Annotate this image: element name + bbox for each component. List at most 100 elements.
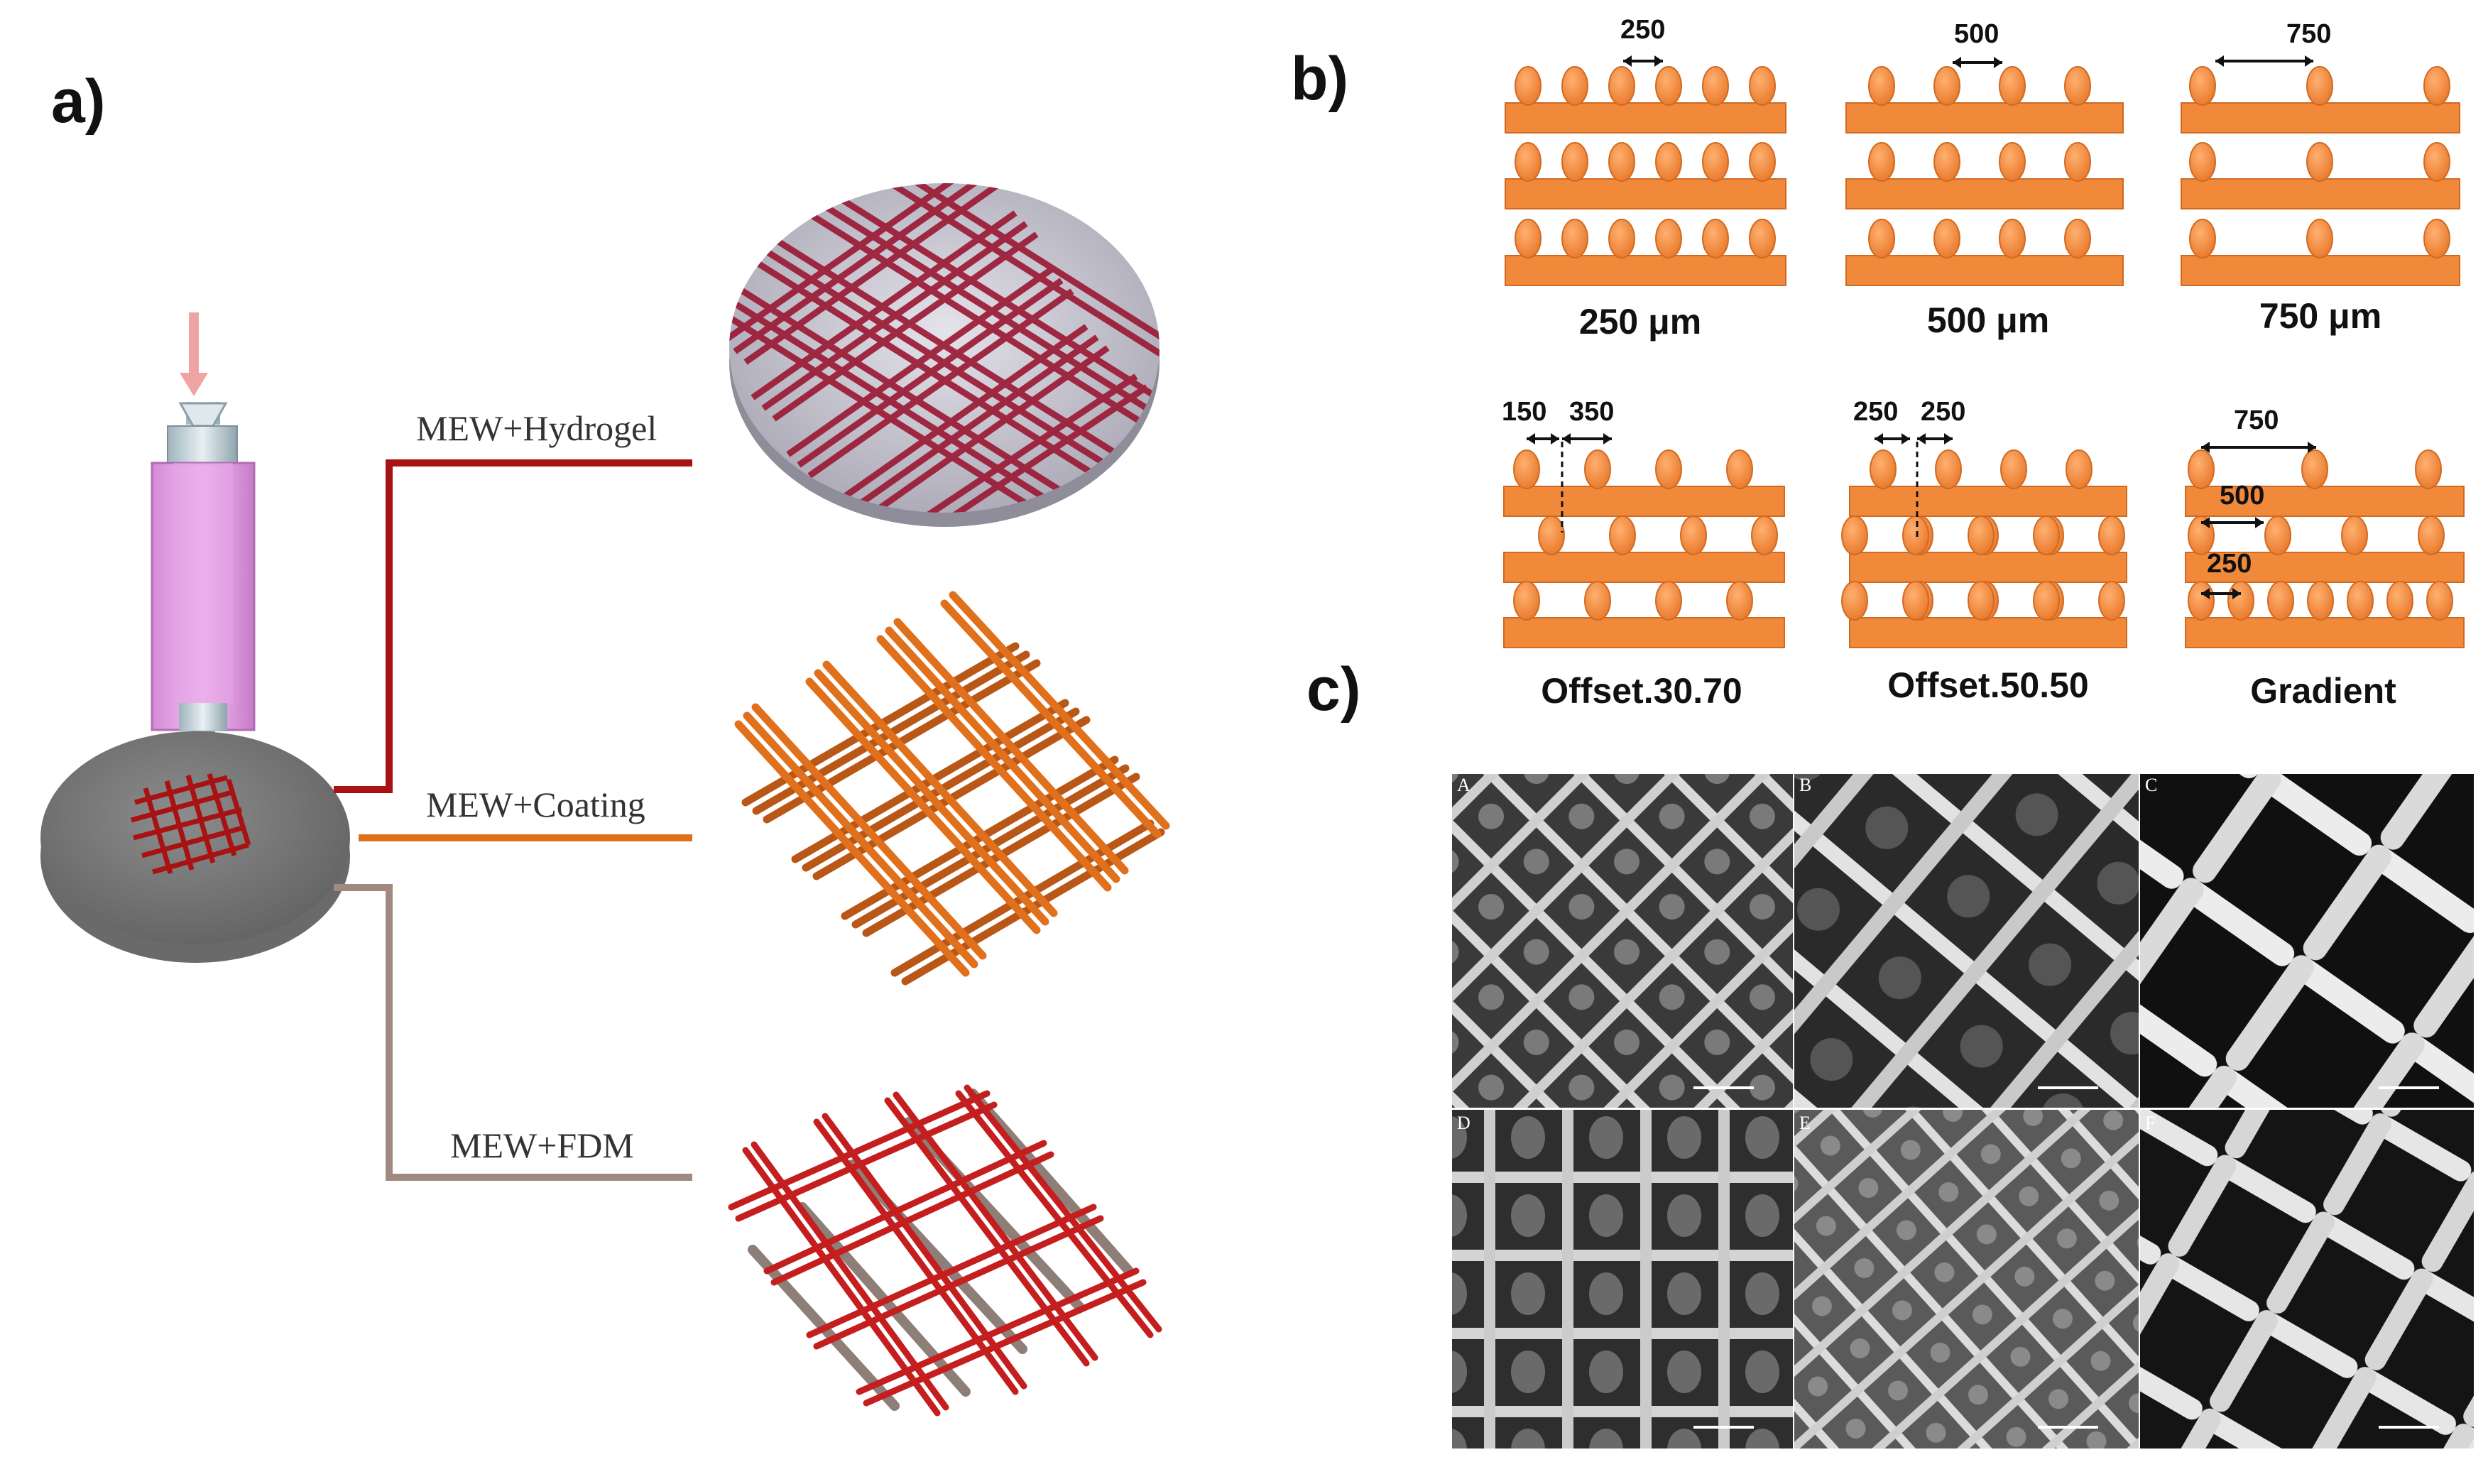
fiber-bar — [1505, 255, 1786, 286]
fiber-bead — [1870, 449, 1897, 489]
fiber-bead — [2033, 515, 2060, 555]
fiber-bar — [2185, 486, 2465, 517]
fiber-bead — [1515, 142, 1542, 182]
fiber-patterns — [1503, 55, 2465, 648]
fiber-bar — [1849, 552, 2127, 583]
arrowhead-icon — [1994, 57, 2002, 68]
sem-image-d — [1452, 1110, 1793, 1448]
fiber-bead — [1868, 219, 1895, 258]
fiber-bead — [1655, 581, 1682, 621]
fiber-bead — [1902, 515, 1929, 555]
fiber-bar — [1503, 486, 1785, 517]
sem-label-f: F — [2145, 1113, 2155, 1133]
sem-label-b: B — [1799, 775, 1811, 795]
arrowhead-icon — [1944, 433, 1953, 444]
fiber-bead — [1868, 66, 1895, 106]
branch-label-coating: MEW+Coating — [426, 785, 645, 824]
fiber-bead — [2188, 581, 2215, 621]
fiber-bead — [1749, 66, 1776, 106]
fiber-bead — [2064, 66, 2091, 106]
fiber-bead — [2347, 581, 2374, 621]
fiber-bead — [2301, 449, 2328, 489]
arrowhead-icon — [2255, 517, 2264, 528]
fiber-bead — [2098, 515, 2125, 555]
fiber-bead — [1538, 515, 1565, 555]
fiber-bead — [2264, 515, 2291, 555]
fiber-bead — [2000, 449, 2027, 489]
fiber-bar — [2185, 617, 2465, 648]
fiber-bead — [1608, 66, 1635, 106]
fiber-bead — [1841, 515, 1868, 555]
sem-image-c — [2140, 774, 2474, 1108]
fiber-bead — [1726, 581, 1753, 621]
input-arrow-icon — [180, 312, 208, 396]
fiber-bar — [1845, 178, 2124, 209]
dim-label-250: 250 — [1620, 15, 1665, 45]
arrowhead-icon — [2201, 588, 2210, 599]
sem-label-a: A — [1457, 775, 1471, 795]
fiber-bead — [2306, 219, 2333, 258]
fiber-bar — [2181, 178, 2460, 209]
caption-offset-30-70: Offset.30.70 — [1541, 671, 1742, 711]
fiber-bead — [1933, 219, 1960, 258]
dim-label-gradient-500: 500 — [2220, 481, 2264, 511]
fiber-bead — [1655, 142, 1682, 182]
fiber-bead — [1655, 66, 1682, 106]
dim-label-150: 150 — [1502, 397, 1546, 427]
fiber-bead — [1702, 219, 1729, 258]
fiber-bead — [2423, 142, 2450, 182]
arrowhead-icon — [1623, 55, 1632, 67]
fiber-bead — [1608, 142, 1635, 182]
fiber-bead — [2415, 449, 2442, 489]
fiber-bead — [1515, 219, 1542, 258]
fiber-bead — [2423, 219, 2450, 258]
dim-label-gradient-250: 250 — [2207, 549, 2252, 579]
fiber-bead — [1655, 219, 1682, 258]
fiber-bead — [2341, 515, 2368, 555]
fiber-bar — [2181, 255, 2460, 286]
arrowhead-icon — [1654, 55, 1663, 67]
fiber-bead — [1868, 142, 1895, 182]
arrowhead-icon — [1902, 433, 1910, 444]
fiber-bead — [1999, 142, 2026, 182]
fiber-bead — [1702, 142, 1729, 182]
arrowhead-icon — [1917, 433, 1926, 444]
fiber-bead — [1999, 66, 2026, 106]
fiber-bead — [1751, 515, 1778, 555]
dim-label-offset-250b: 250 — [1921, 397, 1965, 427]
arrowhead-icon — [2215, 55, 2224, 67]
fiber-bead — [1933, 66, 1960, 106]
fiber-bead — [1702, 66, 1729, 106]
dim-label-gradient-750: 750 — [2234, 405, 2279, 435]
sem-grid: A B C D E F — [1452, 774, 2474, 1448]
arrowhead-icon — [2201, 442, 2210, 453]
arrowhead-icon — [1875, 433, 1883, 444]
fiber-bead — [2306, 142, 2333, 182]
panel-b-letter: b) — [1291, 45, 1348, 113]
hydrogel-scaffold — [729, 183, 1160, 527]
dim-label-350: 350 — [1569, 397, 1614, 427]
caption-offset-50-50: Offset.50.50 — [1887, 665, 2088, 705]
dim-label-750: 750 — [2286, 19, 2331, 49]
branch-label-hydrogel: MEW+Hydrogel — [416, 408, 657, 448]
caption-gradient: Gradient — [2250, 671, 2396, 711]
fiber-bead — [1655, 449, 1682, 489]
fiber-bead — [2064, 142, 2091, 182]
fiber-bar — [2181, 102, 2460, 133]
collector-plate — [40, 731, 350, 963]
fiber-bead — [2064, 219, 2091, 258]
fiber-bead — [1561, 142, 1588, 182]
fiber-bead — [1609, 515, 1636, 555]
fiber-bead — [1968, 581, 1995, 621]
sem-image-a — [1452, 774, 1793, 1108]
fiber-bead — [2418, 515, 2445, 555]
arrowhead-icon — [1551, 433, 1559, 444]
fiber-bead — [2189, 219, 2216, 258]
fiber-bar — [1505, 178, 1786, 209]
fiber-bead — [2423, 66, 2450, 106]
sem-label-d: D — [1457, 1113, 1471, 1133]
sem-image-e — [1794, 1110, 2139, 1448]
coating-scaffold — [734, 591, 1170, 986]
sem-scale-bars — [1693, 1086, 2439, 1429]
